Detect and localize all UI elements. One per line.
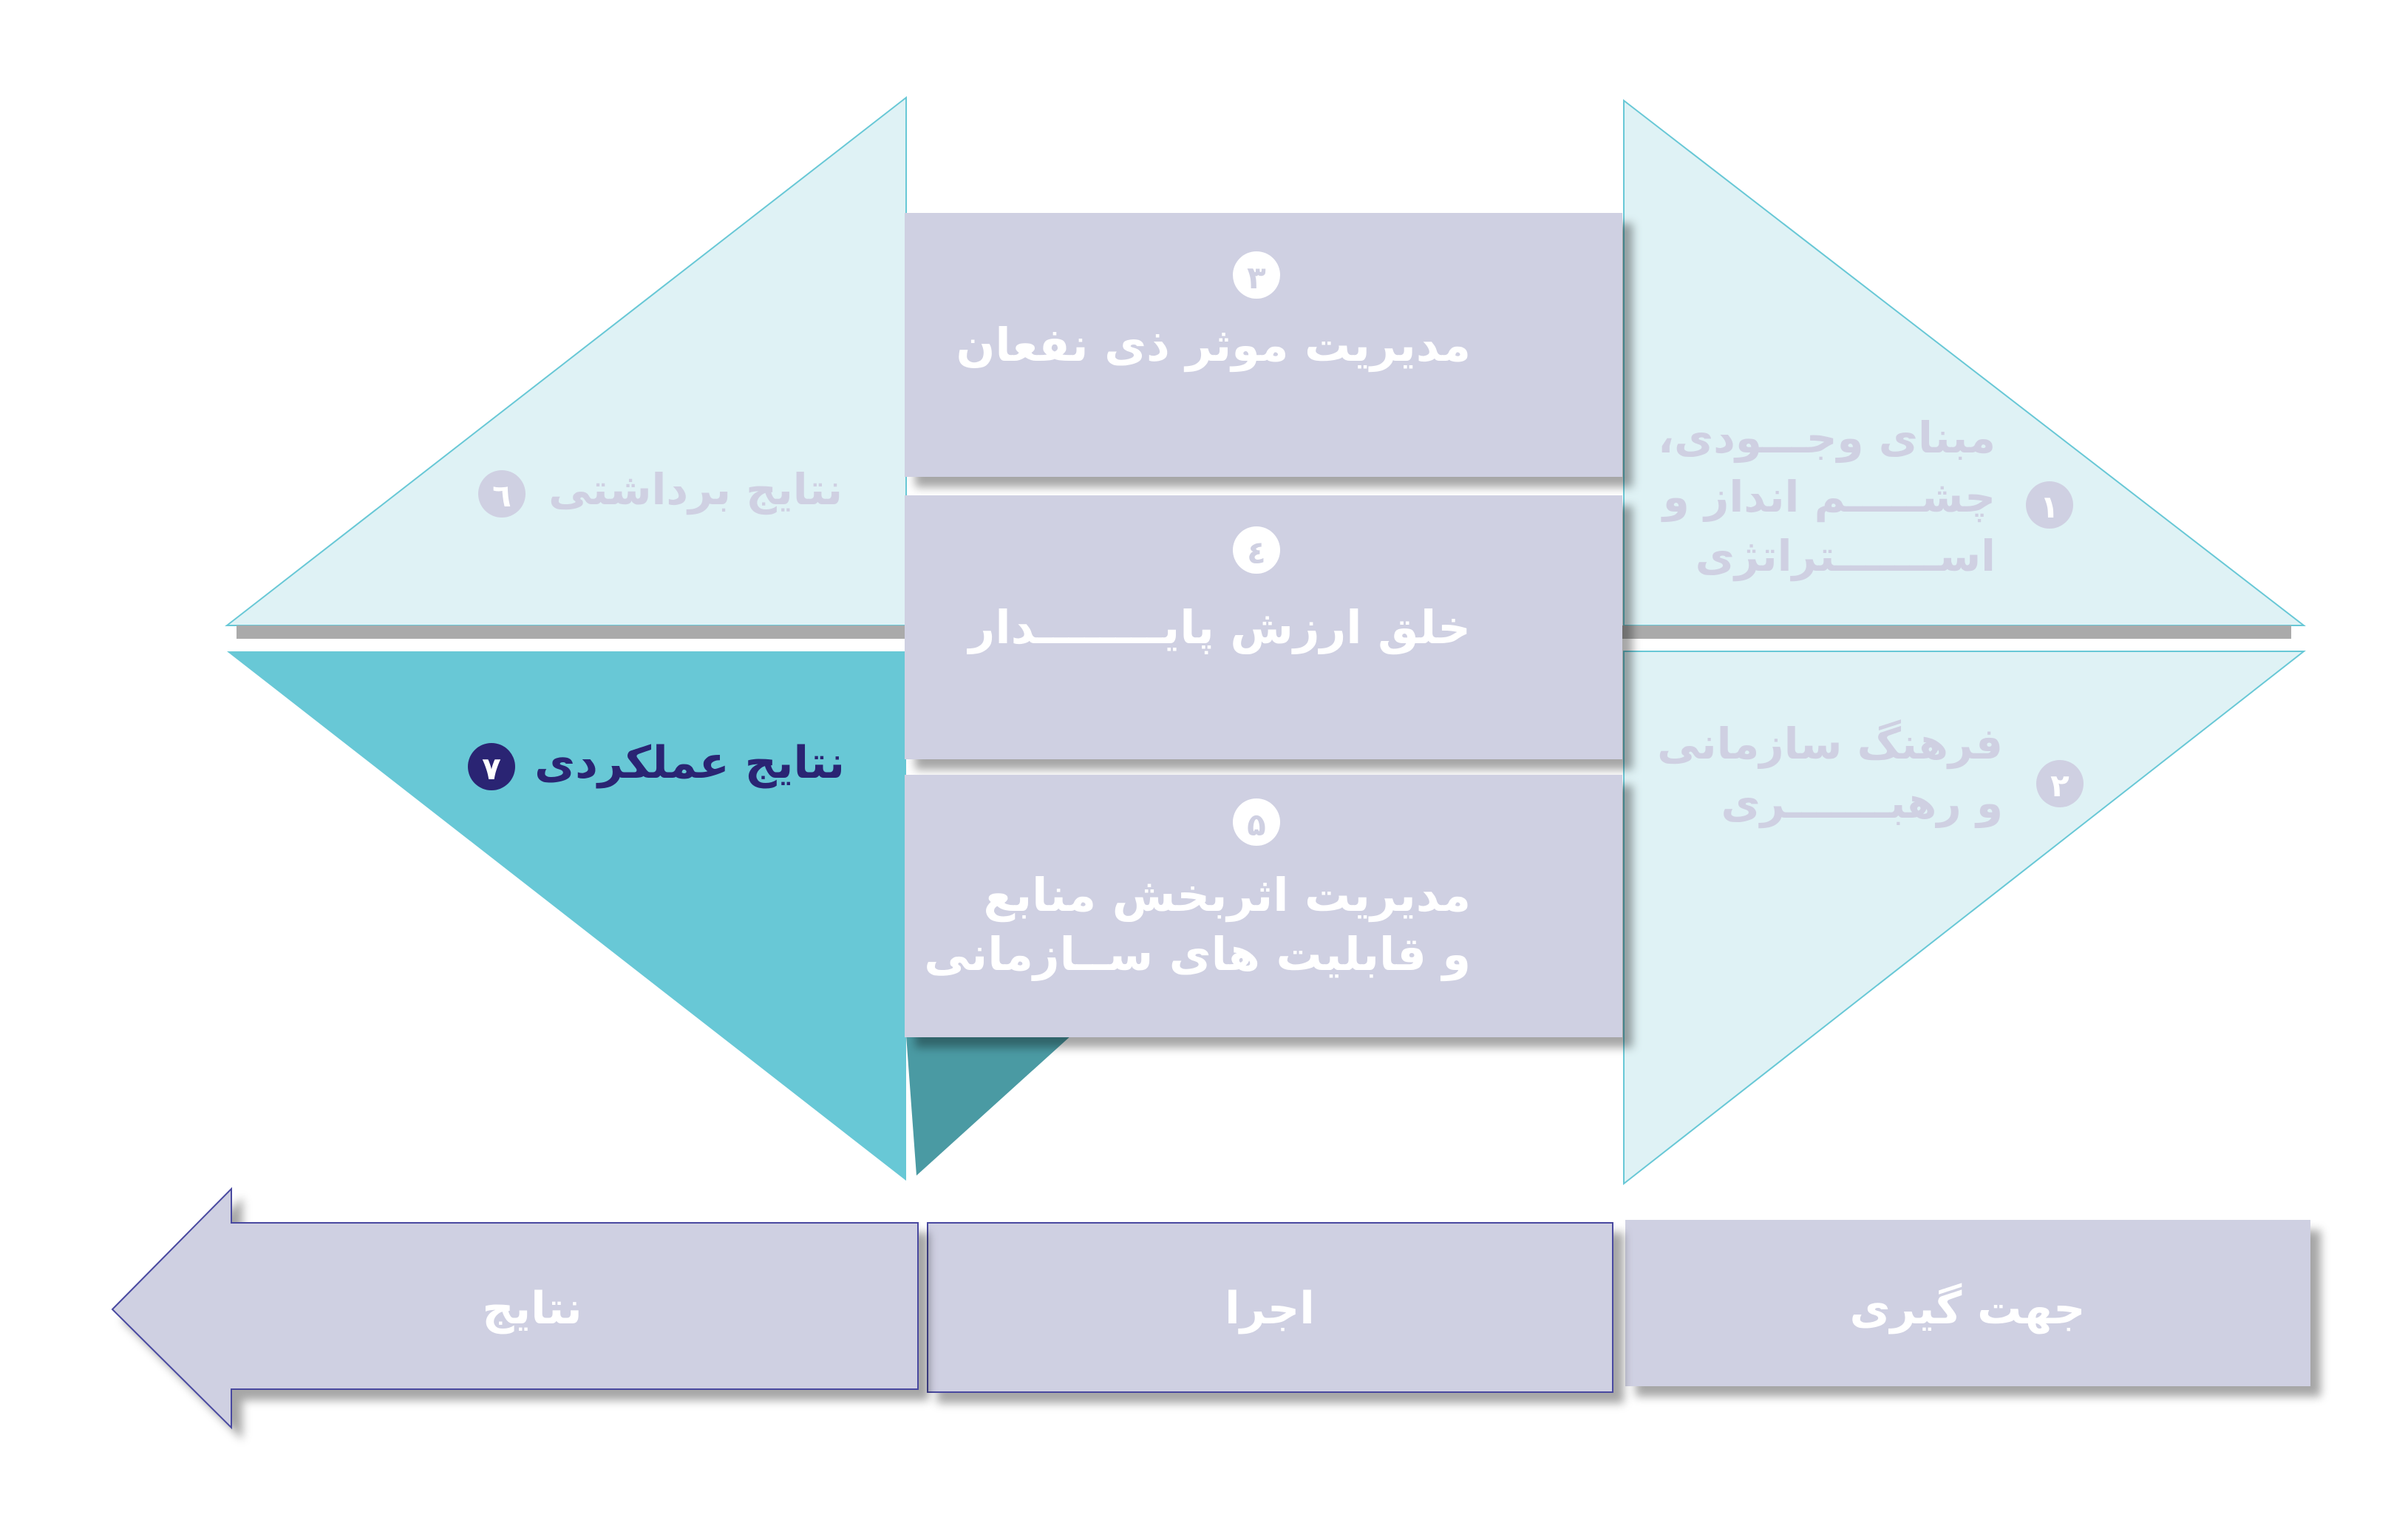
badge-7 bbox=[468, 743, 515, 790]
quadrant-7-title: نتایج عملکردی bbox=[534, 737, 845, 789]
badge-1 bbox=[2026, 481, 2073, 529]
quadrant-2-line-1: فرهنگ سازمانی bbox=[1657, 719, 2003, 770]
box-5-line-2: و قابلیت های ســازمانی bbox=[924, 927, 1471, 981]
badge-5 bbox=[1233, 798, 1280, 846]
phase-execution-label: اجرا bbox=[1225, 1283, 1315, 1334]
badge-2-number: ۲ bbox=[2050, 767, 2069, 804]
box-3-title: مدیریت موثر ذی نفعان bbox=[956, 318, 1471, 372]
badge-4 bbox=[1233, 526, 1280, 574]
box-5-line-1: مدیریت اثربخش منابع bbox=[984, 868, 1471, 922]
badge-7-number: ۷ bbox=[482, 750, 501, 787]
quadrant-1-line-2: چشـــــم انداز و bbox=[1661, 472, 1996, 523]
quadrant-7-triangle bbox=[227, 651, 906, 1181]
phase-results-arrow bbox=[111, 1187, 919, 1430]
phase-execution bbox=[927, 1222, 1613, 1393]
badge-1-number: ۱ bbox=[2040, 489, 2059, 525]
quadrant-6-title: نتایج برداشتی bbox=[548, 464, 843, 515]
quadrant-2-line-2: و رهبـــــــری bbox=[1721, 778, 2003, 829]
phase-results-label: نتایج bbox=[482, 1283, 582, 1334]
quadrant-6-triangle bbox=[225, 95, 907, 626]
badge-4-number: ٤ bbox=[1247, 535, 1266, 571]
quadrant-2-triangle bbox=[1623, 651, 2306, 1186]
badge-6 bbox=[478, 470, 526, 518]
box-4-title: خلق ارزش پایــــــــدار bbox=[967, 600, 1471, 654]
inner-shade bbox=[906, 1035, 1072, 1176]
quadrant-1-line-3: اســـــــتراتژی bbox=[1696, 531, 1996, 582]
badge-5-number: ۵ bbox=[1247, 807, 1266, 843]
phase-orientation-label: جهت گیری bbox=[1850, 1283, 2086, 1334]
quadrant-1-line-1: مبنای وجـــودی، bbox=[1658, 413, 1996, 464]
badge-2 bbox=[2036, 760, 2084, 807]
badge-6-number: ٦ bbox=[492, 478, 511, 514]
badge-3 bbox=[1233, 251, 1280, 299]
phase-orientation bbox=[1625, 1220, 2310, 1386]
badge-3-number: ۳ bbox=[1247, 260, 1266, 296]
